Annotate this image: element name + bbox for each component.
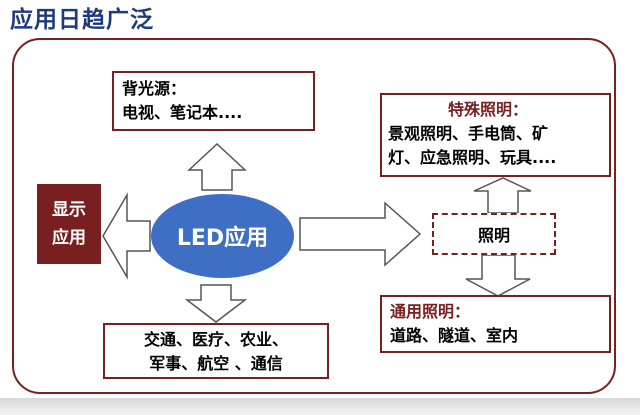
- general-lighting-title: 通用照明：: [390, 302, 471, 321]
- page-title: 应用日趋广泛: [10, 7, 154, 33]
- display-application-box: 显示 应用: [37, 184, 101, 264]
- backlight-title: 背光源：: [122, 79, 187, 98]
- industry-line1: 交通、医疗、农业、: [143, 330, 288, 349]
- special-lighting-line2: 灯、应急照明、玩具....: [388, 148, 557, 167]
- backlight-box: 背光源： 电视、笔记本....: [112, 71, 315, 131]
- arrow-right-lighting: [299, 201, 422, 267]
- arrow-up-special: [473, 177, 532, 214]
- display-line1: 显示: [52, 200, 86, 220]
- display-line2: 应用: [52, 228, 86, 248]
- special-lighting-line1: 景观照明、手电筒、矿: [388, 124, 549, 143]
- outer-frame: [12, 38, 616, 394]
- industry-box: 交通、医疗、农业、 军事、航空 、通信: [103, 323, 329, 379]
- arrow-down-general: [465, 254, 531, 297]
- general-lighting-box: 通用照明： 道路、隧道、室内: [380, 295, 611, 353]
- industry-line2: 军事、航空 、通信: [149, 354, 283, 373]
- backlight-text: 电视、笔记本....: [122, 103, 243, 122]
- arrow-up-backlight: [187, 142, 247, 191]
- arrow-down-industry: [184, 284, 248, 323]
- special-lighting-box: 特殊照明： 景观照明、手电筒、矿 灯、应急照明、玩具....: [380, 93, 611, 177]
- general-lighting-text: 道路、隧道、室内: [390, 326, 519, 345]
- bottom-bar: [0, 398, 640, 415]
- led-application-label: LED应用: [176, 226, 269, 251]
- led-application-ellipse: LED应用: [151, 194, 294, 278]
- lighting-box: 照明: [432, 213, 556, 255]
- special-lighting-title: 特殊照明：: [448, 100, 529, 119]
- lighting-label: 照明: [477, 226, 510, 245]
- arrow-left-display: [102, 192, 151, 280]
